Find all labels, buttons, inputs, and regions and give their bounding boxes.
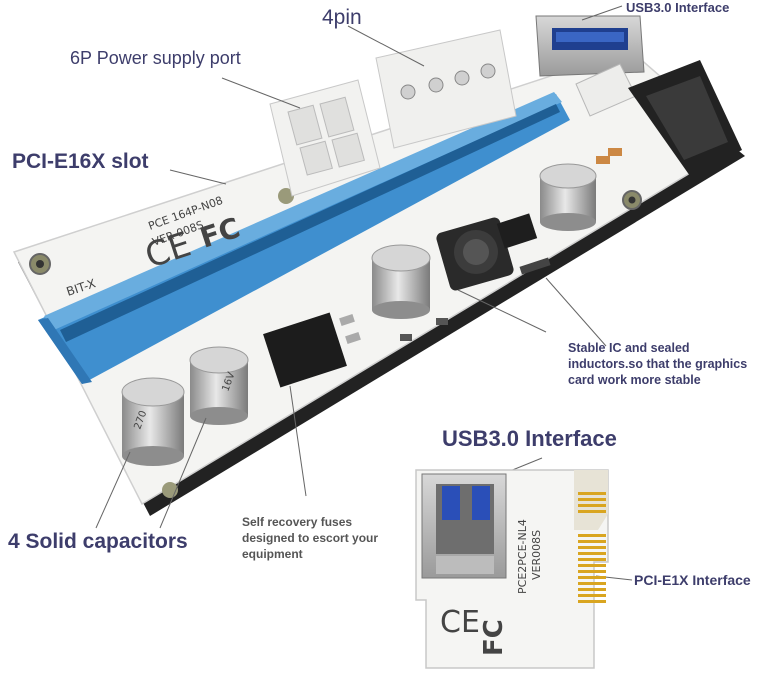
leader-fuses <box>289 385 307 497</box>
usb3-port-top <box>535 15 645 77</box>
small-board-version: VER008S <box>530 530 543 580</box>
leader-6p <box>221 77 301 109</box>
capacitor <box>539 163 597 231</box>
label-pcie16-slot: PCI-E16X slot <box>12 150 149 173</box>
small-ic <box>496 213 538 249</box>
pcie16-slot-front <box>38 318 92 384</box>
leader-usb-top <box>581 5 623 21</box>
small-board-model: PCE2PCE-NL4 <box>516 519 529 594</box>
capacitor <box>371 244 431 319</box>
smd-part <box>400 334 412 341</box>
smd-part <box>596 156 610 164</box>
small-ce-mark: CE <box>440 605 480 640</box>
pcie1x-adapter-board: PCE2PCE-NL4 VER008S CE FC <box>415 469 609 669</box>
leader-caps-2 <box>159 417 207 529</box>
pcie16-slot-top <box>44 92 562 330</box>
six-pin-power-connector <box>269 79 381 197</box>
label-6p-power: 6P Power supply port <box>70 48 241 68</box>
small-fc-mark: FC <box>479 619 509 656</box>
leader-stable-ic <box>545 277 607 347</box>
pcie16-slot-groove <box>60 104 560 342</box>
smd-part <box>519 257 551 275</box>
smd-part <box>608 148 622 156</box>
mounting-hole <box>36 260 44 268</box>
label-stable-ic: Stable IC and sealed inductors.so that t… <box>568 341 748 387</box>
capacitor: 270 <box>121 377 185 466</box>
mounting-hole <box>628 196 636 204</box>
mounting-hole <box>278 188 294 204</box>
capacitor: 16V <box>189 346 249 425</box>
leader-pcie16 <box>169 169 227 185</box>
leader-4pin <box>347 25 425 67</box>
gold-contacts <box>578 492 606 603</box>
label-4pin: 4pin <box>322 6 362 29</box>
label-fuses: Self recovery fuses designed to escort y… <box>242 515 379 561</box>
mosfet <box>263 312 361 388</box>
leader-lines <box>95 5 633 581</box>
label-usb3-top: USB3.0 Interface <box>626 0 730 15</box>
label-usb3-mid: USB3.0 Interface <box>442 426 617 451</box>
label-solid-capacitors: 4 Solid capacitors <box>8 530 188 553</box>
leader-caps <box>95 451 131 529</box>
smd-part <box>436 318 448 325</box>
label-pcie1x: PCI-E1X Interface <box>634 572 751 588</box>
usb3-port-small <box>421 473 507 579</box>
inductor <box>436 217 514 291</box>
leader-stable-ic-2 <box>457 289 547 333</box>
